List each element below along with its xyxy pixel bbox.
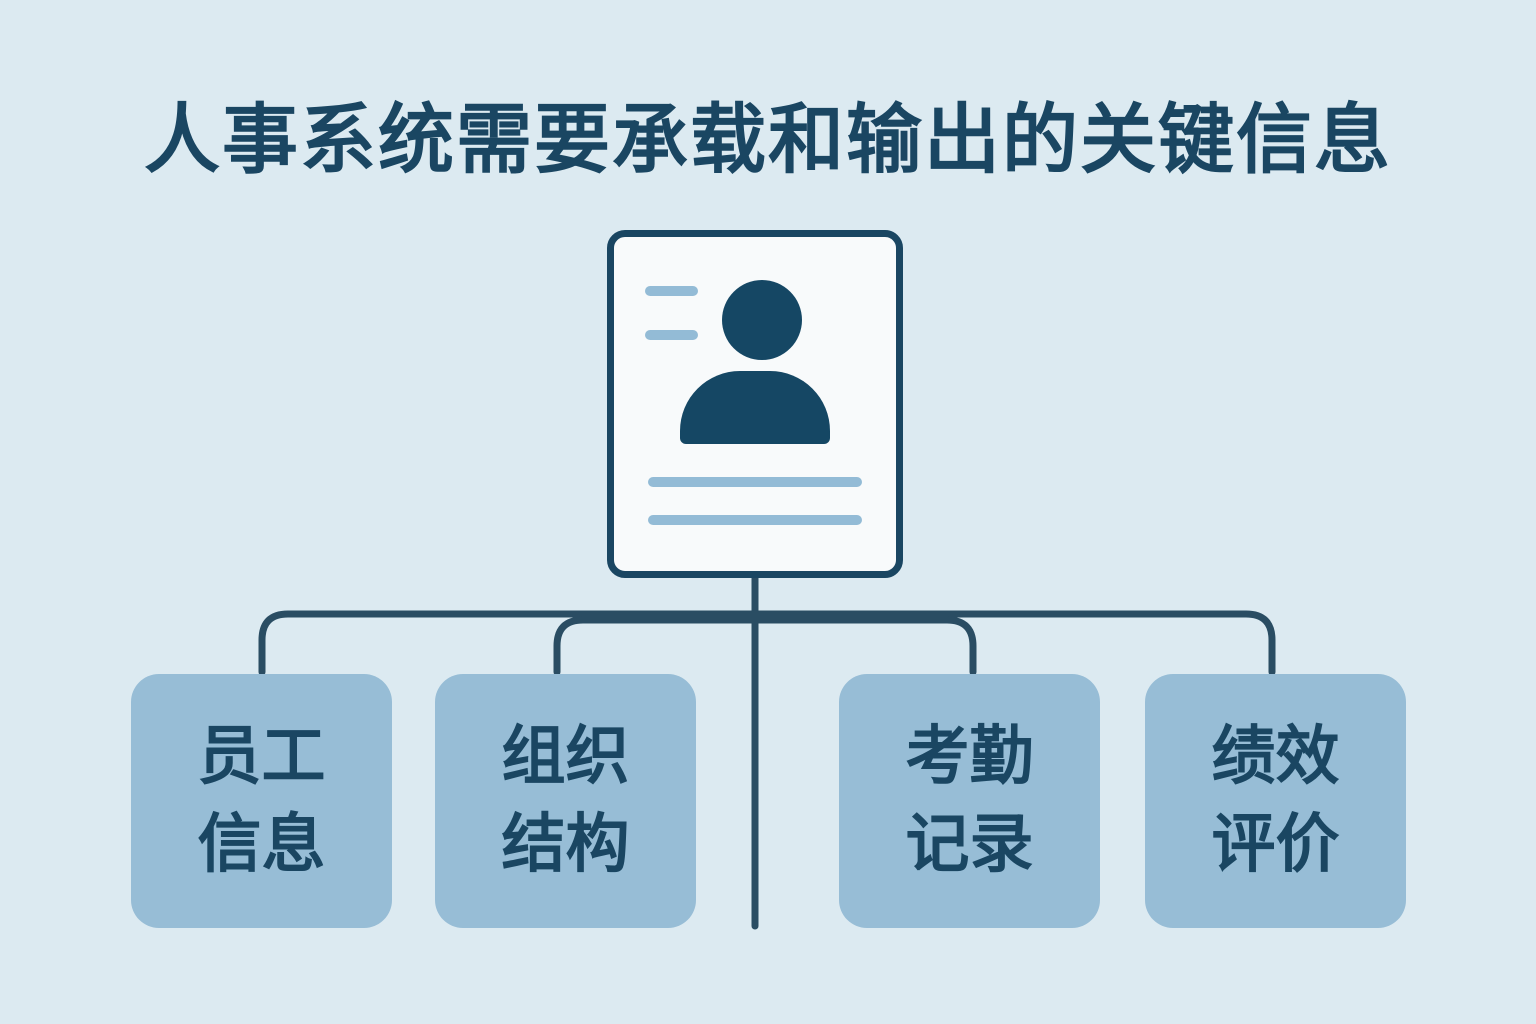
box-label: 考勤 — [905, 720, 1034, 794]
box-label: 记录 — [905, 808, 1034, 882]
person-body-icon — [680, 371, 830, 444]
text-line-decoration — [648, 477, 862, 487]
text-line-decoration — [645, 286, 698, 296]
box-org-structure: 组织 结构 — [435, 674, 696, 928]
box-performance: 绩效 评价 — [1145, 674, 1406, 928]
branch-inner — [553, 616, 977, 676]
employee-profile-card-icon — [607, 230, 903, 578]
box-attendance: 考勤 记录 — [839, 674, 1100, 928]
box-label: 员工 — [197, 720, 326, 794]
diagram-title: 人事系统需要承载和输出的关键信息 — [144, 95, 1392, 184]
text-line-decoration — [648, 515, 862, 525]
box-label: 信息 — [197, 808, 326, 882]
box-label: 评价 — [1211, 808, 1340, 882]
box-label: 组织 — [501, 720, 630, 794]
text-line-decoration — [645, 330, 698, 340]
person-head-icon — [722, 280, 802, 360]
box-label: 结构 — [501, 808, 630, 882]
box-employee-info: 员工 信息 — [131, 674, 392, 928]
box-label: 绩效 — [1211, 720, 1340, 794]
branch-outer — [258, 610, 1276, 676]
